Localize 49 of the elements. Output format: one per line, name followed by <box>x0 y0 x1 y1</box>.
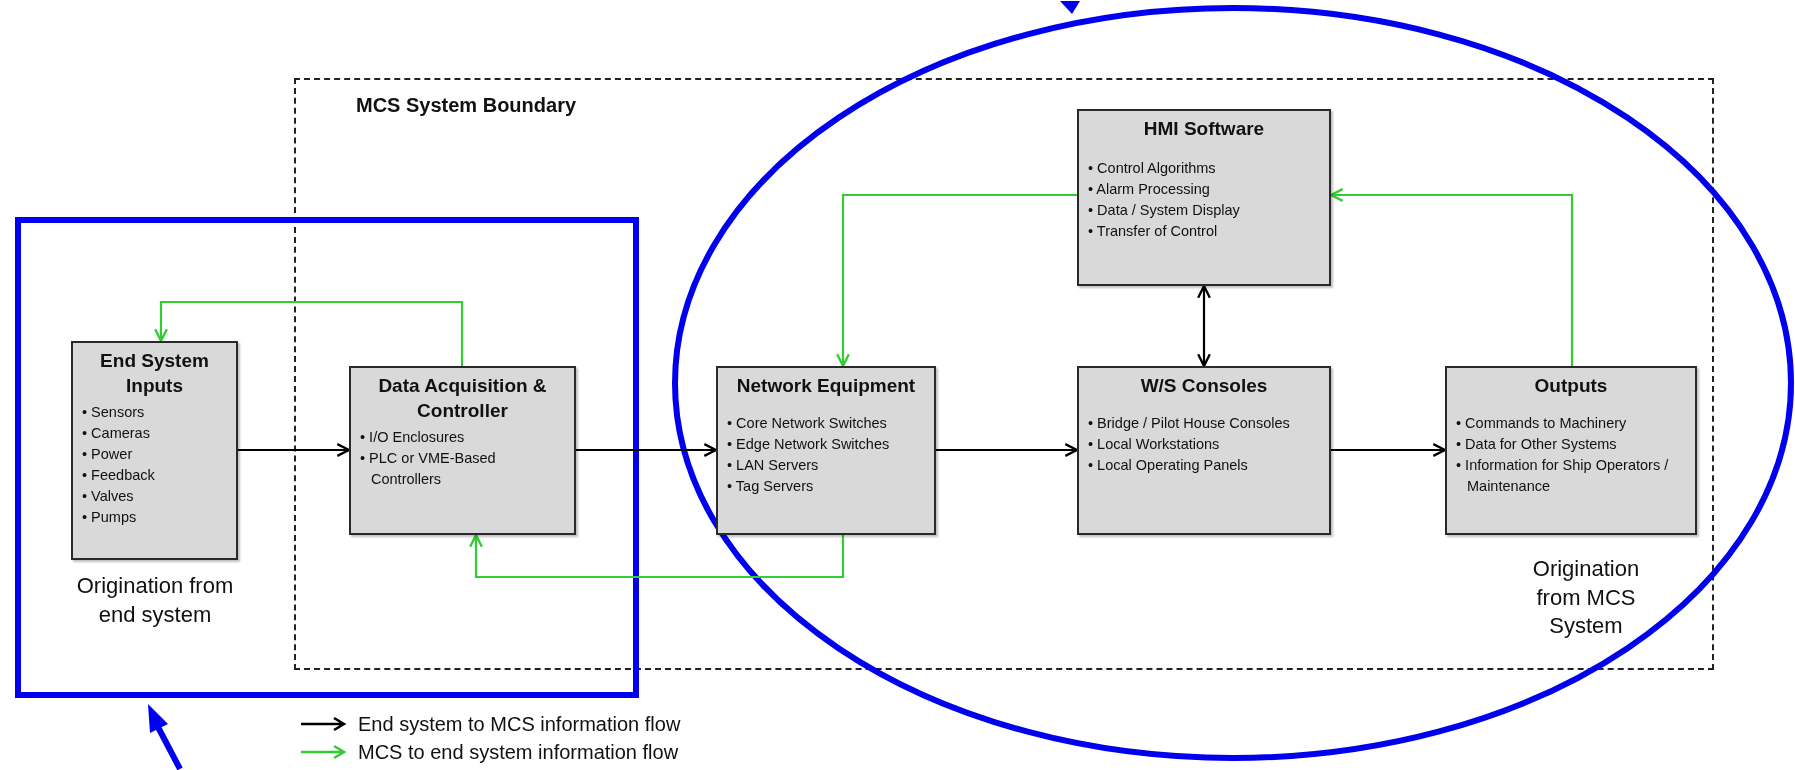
arrow <box>1331 443 1447 457</box>
process-box <box>1445 366 1697 535</box>
bullet-item: • Information for Ship Operators / Maintenance <box>1455 455 1670 496</box>
bullet-item: • Tag Servers <box>726 476 815 496</box>
bullet-item: • Edge Network Switches <box>726 434 891 454</box>
bullet-item: • LAN Servers <box>726 455 820 475</box>
arrow <box>154 300 464 366</box>
box-heading: W/S Consoles <box>1139 374 1269 398</box>
process-box <box>716 366 936 535</box>
bullet-item: • I/O Enclosures <box>359 428 466 448</box>
bullet-item: • Alarm Processing <box>1087 179 1211 199</box>
bullet-item: • Transfer of Control <box>1087 221 1219 241</box>
annotation-text: Origination from end system <box>75 572 235 629</box>
box-heading: HMI Software <box>1142 117 1266 141</box>
bullet-item: • Sensors <box>81 403 146 423</box>
process-box <box>71 341 238 560</box>
bullet-item: • Feedback <box>81 466 156 486</box>
arrow <box>576 443 718 457</box>
bullet-item: • Data / System Display <box>1087 200 1241 220</box>
legend-text: End system to MCS information flow <box>358 712 681 736</box>
box-heading: Network Equipment <box>735 374 917 398</box>
bullet-item: • Commands to Machinery <box>1455 413 1628 433</box>
bullet-item: • Valves <box>81 487 135 507</box>
bullet-item: • Data for Other Systems <box>1455 434 1618 454</box>
bullet-item: • Core Network Switches <box>726 413 888 433</box>
bullet-item: • Local Workstations <box>1087 434 1221 454</box>
arrow <box>1329 188 1574 366</box>
arrow <box>238 443 351 457</box>
box-heading: Data Acquisition & Controller <box>377 374 548 423</box>
arrow <box>836 193 1077 368</box>
process-box <box>1077 109 1331 286</box>
legend-text: MCS to end system information flow <box>358 740 679 764</box>
bullet-item: • Cameras <box>81 424 151 444</box>
arrow <box>1197 284 1211 368</box>
bullet-item: • Bridge / Pilot House Consoles <box>1087 413 1291 433</box>
arrow <box>469 533 845 579</box>
bullet-item: • Control Algorithms <box>1087 158 1217 178</box>
box-heading: Outputs <box>1533 374 1609 398</box>
boundary-title: MCS System Boundary <box>356 94 577 117</box>
bullet-item: • Power <box>81 445 134 465</box>
arrow <box>936 443 1079 457</box>
process-box <box>349 366 576 535</box>
bullet-item: • Local Operating Panels <box>1087 455 1249 475</box>
process-box <box>1077 366 1331 535</box>
box-heading: End System Inputs <box>99 349 210 398</box>
bullet-item: • Pumps <box>81 508 138 528</box>
bullet-item: • PLC or VME-Based Controllers <box>359 449 497 490</box>
system-boundary <box>294 78 1714 670</box>
annotation-text: Origination from MCS System <box>1531 555 1641 641</box>
